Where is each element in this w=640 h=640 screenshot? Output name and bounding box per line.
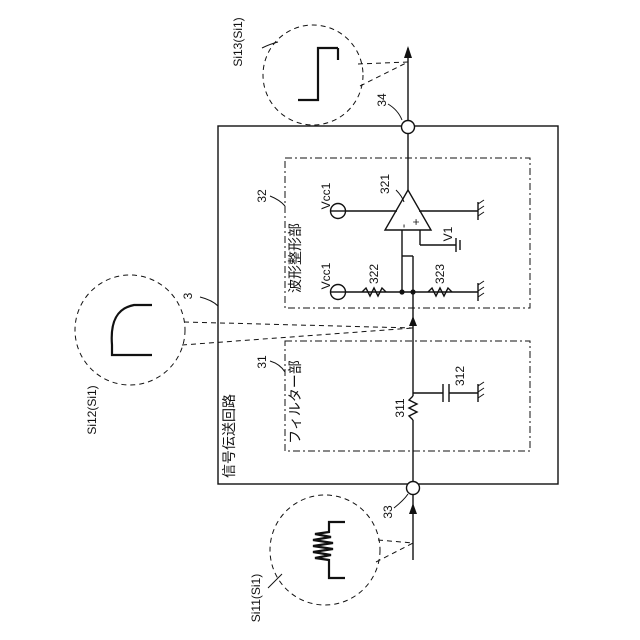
- input-terminal-33: [407, 482, 420, 495]
- pointer-si12-b: [182, 328, 413, 345]
- label-filter-ref: 31: [255, 355, 269, 369]
- v1-reference-symbol: [456, 238, 460, 252]
- leader-34: [388, 104, 402, 120]
- leader-3: [200, 297, 218, 306]
- label-circuit-ref: 3: [181, 292, 195, 299]
- label-v1: V1: [441, 226, 455, 241]
- waveform-si12: [112, 305, 152, 355]
- label-comparator-321: 321: [378, 174, 392, 194]
- leader-32: [270, 196, 285, 206]
- comparator-321: [385, 190, 431, 230]
- label-vcc-left: Vcc1: [319, 262, 333, 289]
- ground-321: [478, 200, 484, 220]
- waveform-si13: [298, 48, 338, 100]
- label-plus: +: [409, 218, 423, 225]
- leader-31: [270, 361, 285, 372]
- waveform-si11: [313, 522, 345, 578]
- label-output-terminal: 34: [375, 93, 389, 107]
- bubble-si12: [75, 275, 185, 385]
- label-resistor-322: 322: [367, 264, 381, 284]
- label-filter-title: フィルター部: [287, 360, 303, 444]
- label-minus: -: [396, 224, 410, 228]
- label-vcc-right: Vcc1: [319, 182, 333, 209]
- pointer-si13-a: [358, 62, 408, 64]
- pointer-si13-b: [360, 62, 408, 86]
- input-arrow: [409, 503, 417, 514]
- label-si13: Si13(Si1): [231, 17, 245, 66]
- ground-323: [478, 281, 484, 301]
- pointer-si11-a: [378, 540, 413, 543]
- label-input-terminal: 33: [381, 505, 395, 519]
- label-resistor-311: 311: [393, 398, 407, 417]
- leader-si13: [262, 42, 278, 48]
- output-terminal-34: [402, 121, 415, 134]
- filter-section-box: [285, 341, 530, 451]
- label-shaper-title: 波形整形部: [287, 223, 303, 293]
- label-capacitor-312: 312: [453, 366, 467, 386]
- filter-output-arrow: [409, 316, 417, 326]
- label-circuit-title: 信号伝送回路: [221, 394, 237, 478]
- label-si11: Si11(Si1): [249, 574, 263, 622]
- resistor-311: [409, 396, 417, 420]
- label-si12: Si12(Si1): [85, 385, 99, 434]
- leader-321: [396, 190, 404, 202]
- pointer-si11-b: [376, 543, 413, 562]
- leader-33: [394, 494, 408, 508]
- label-resistor-323: 323: [433, 264, 447, 284]
- label-shaper-ref: 32: [255, 189, 269, 203]
- ground-312: [478, 382, 484, 402]
- output-arrow: [404, 46, 412, 58]
- bubble-si13: [263, 25, 363, 125]
